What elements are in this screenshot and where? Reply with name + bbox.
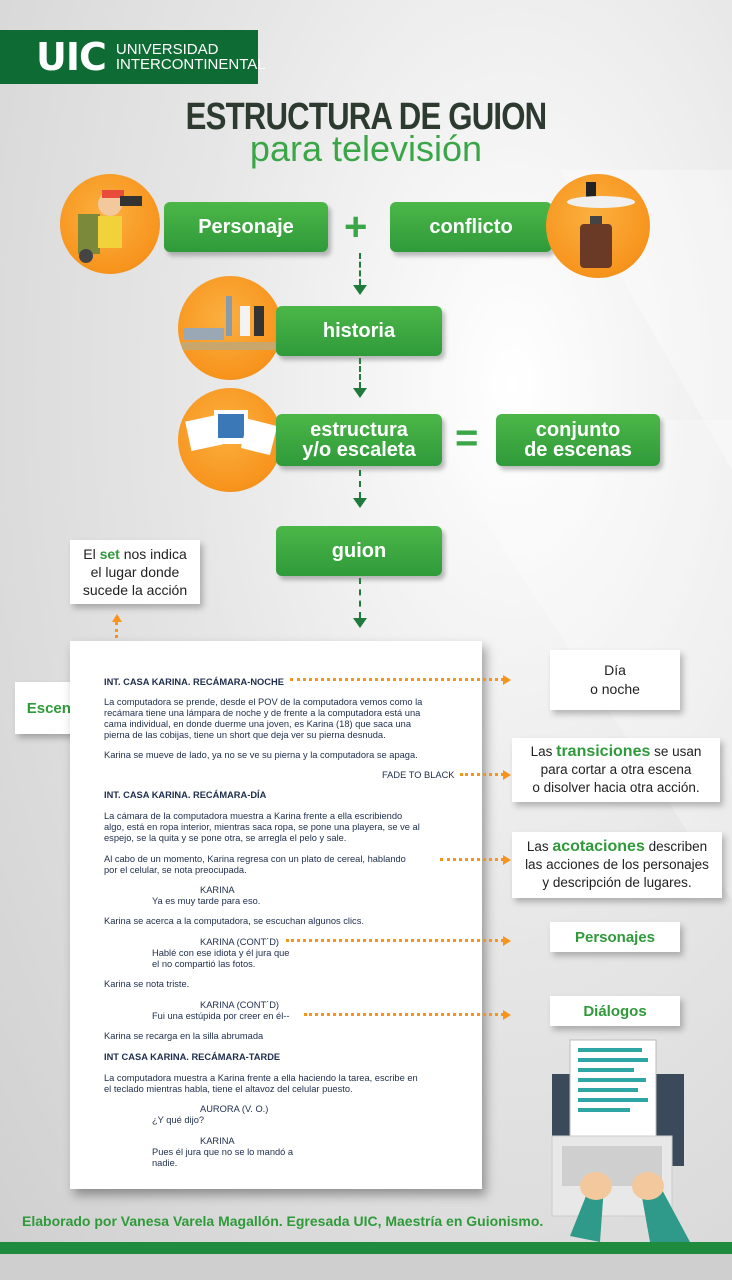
conjunto-label: conjunto de escenas xyxy=(524,420,632,460)
set-note: El set nos indica el lugar donde sucede … xyxy=(70,540,200,604)
script-line: el teclado mientras habla, tiene el alta… xyxy=(104,1084,353,1094)
transition-line: FADE TO BLACK xyxy=(382,770,455,780)
script-line: algo, está en ropa interior, mientras sa… xyxy=(104,822,420,832)
historia-label: historia xyxy=(322,320,396,342)
logo-line2: INTERCONTINENTAL xyxy=(115,56,266,73)
script-page: INT. CASA KARINA. RECÁMARA-NOCHE La comp… xyxy=(70,641,482,1189)
script-line: La cámara de la computadora muestra a Ka… xyxy=(104,811,403,821)
script-line: por el celular, se nota preocupada. xyxy=(104,865,247,875)
guion-label: guion xyxy=(331,540,387,562)
scene-heading-3: INT CASA KARINA. RECÁMARA-TARDE xyxy=(104,1052,281,1062)
estructura-label: estructura y/o escaleta xyxy=(302,420,415,460)
flow-arrow-4-head xyxy=(353,618,367,628)
conjunto-line2: de escenas xyxy=(524,439,632,461)
traveler-illustration xyxy=(60,174,160,274)
equals-sign: = xyxy=(455,416,479,460)
script-line: La computadora se prende, desde el POV d… xyxy=(104,697,423,707)
personajes-connector-head xyxy=(503,936,511,946)
dialogos-connector-head xyxy=(503,1010,511,1020)
traveler-icon xyxy=(78,190,142,263)
historia-pill: historia xyxy=(276,306,442,356)
flow-arrow-1-head xyxy=(353,285,367,295)
suitcase-icon xyxy=(567,182,635,268)
scene-heading-1: INT. CASA KARINA. RECÁMARA-NOCHE xyxy=(104,677,284,687)
character-name: KARINA xyxy=(200,1136,235,1146)
script-line: Karina se acerca a la computadora, se es… xyxy=(104,916,364,926)
dia-connector xyxy=(290,678,504,681)
dialogue-line: Ya es muy tarde para eso. xyxy=(152,896,261,906)
personaje-pill: Personaje xyxy=(164,202,328,252)
acotaciones-note: Las acotaciones describen las acciones d… xyxy=(512,832,722,898)
scene-heading-2: INT. CASA KARINA. RECÁMARA-DÍA xyxy=(104,790,267,800)
dialogue-line: Pues él jura que no se lo mandó a xyxy=(152,1147,294,1157)
transiciones-connector xyxy=(460,773,504,776)
footer-bar-bottom xyxy=(0,1254,732,1280)
footer-bar xyxy=(0,1242,732,1254)
script-line: espejo, se la quita y se pone otra, se a… xyxy=(104,833,347,843)
script-line: cama individual, en donde duerme una jov… xyxy=(104,719,411,729)
personaje-label: Personaje xyxy=(198,216,294,238)
uic-logo-mark: UIC xyxy=(36,35,107,79)
dialogos-note: Diálogos xyxy=(550,996,680,1026)
character-name: KARINA (CONT´D) xyxy=(200,1000,280,1010)
estructura-line1: estructura xyxy=(310,419,408,441)
conflicto-pill: conflicto xyxy=(390,202,552,252)
personajes-connector xyxy=(286,939,504,942)
script-line: Al cabo de un momento, Karina regresa co… xyxy=(104,854,406,864)
acotaciones-connector xyxy=(440,858,504,861)
flow-arrow-2-head xyxy=(353,388,367,398)
character-name: AURORA (V. O.) xyxy=(200,1104,269,1114)
dialogue-line: Fui una estúpida por creer en él-- xyxy=(152,1011,290,1021)
script-line: Karina se nota triste. xyxy=(104,979,190,989)
logo-line1: UNIVERSIDAD xyxy=(115,41,219,58)
flow-arrow-1-line xyxy=(359,253,361,285)
title-main: ESTRUCTURA DE GUION xyxy=(185,96,547,138)
flow-arrow-3-head xyxy=(353,498,367,508)
script-line: La computadora muestra a Karina frente a… xyxy=(104,1073,418,1083)
personajes-note: Personajes xyxy=(550,922,680,952)
dialogos-connector xyxy=(304,1013,504,1016)
footer-credit: Elaborado por Vanesa Varela Magallón. Eg… xyxy=(22,1213,544,1229)
suitcase-illustration xyxy=(546,174,650,278)
transiciones-note: Las transiciones se usan para cortar a o… xyxy=(512,738,720,802)
airport-icon xyxy=(182,296,278,350)
set-arrow-head xyxy=(112,614,122,622)
estructura-pill: estructura y/o escaleta xyxy=(276,414,442,466)
laptop-illustration xyxy=(551,1039,690,1242)
character-name: KARINA (CONT´D) xyxy=(200,937,280,947)
dia-connector-head xyxy=(503,675,511,685)
flow-arrow-4-line xyxy=(359,578,361,618)
airport-illustration xyxy=(178,276,282,380)
dialogue-line: Hablé con ese idiota y él jura que xyxy=(152,948,290,958)
guion-pill: guion xyxy=(276,526,442,576)
character-name: KARINA xyxy=(200,885,235,895)
flow-arrow-3-line xyxy=(359,470,361,498)
photos-illustration xyxy=(178,388,282,492)
conflicto-label: conflicto xyxy=(429,216,513,238)
flow-arrow-2-line xyxy=(359,358,361,388)
conjunto-line1: conjunto xyxy=(535,419,621,441)
dia-noche-note: Día o noche xyxy=(550,650,680,710)
dialogue-line: nadie. xyxy=(152,1158,178,1168)
transiciones-connector-head xyxy=(503,770,511,780)
title-sub: para televisión xyxy=(249,128,483,169)
script-line: Karina se recarga en la silla abrumada xyxy=(104,1031,264,1041)
dialogue-line: el no compartió las fotos. xyxy=(152,959,256,969)
acotaciones-connector-head xyxy=(503,855,511,865)
script-line: pierna de las cobijas, tiene un short qu… xyxy=(104,730,386,740)
photos-icon xyxy=(185,410,278,456)
uic-logo-text: UNIVERSIDAD INTERCONTINENTAL xyxy=(116,42,266,72)
dialogue-line: ¿Y qué dijo? xyxy=(152,1115,205,1125)
conjunto-pill: conjunto de escenas xyxy=(496,414,660,466)
estructura-line2: y/o escaleta xyxy=(302,439,416,461)
uic-logo: UIC UNIVERSIDAD INTERCONTINENTAL xyxy=(0,30,266,84)
script-line: Karina se mueve de lado, ya no se ve su … xyxy=(104,750,418,760)
script-line: recámara tiene una lámpara de noche y de… xyxy=(104,708,421,718)
plus-sign: + xyxy=(344,205,368,249)
